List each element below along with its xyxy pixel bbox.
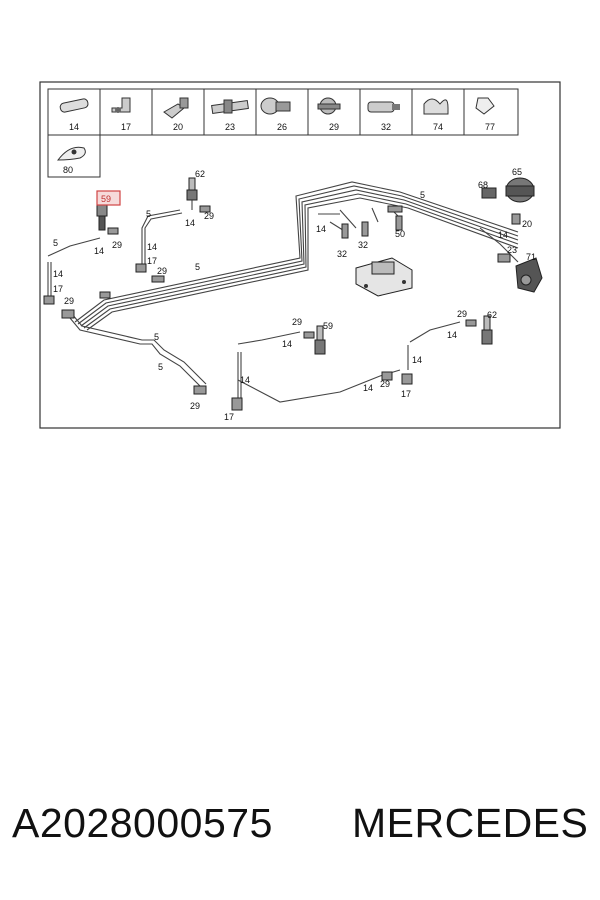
plug-connector-icon bbox=[367, 101, 400, 113]
banjo-connector-icon bbox=[317, 97, 341, 115]
callout-29: 29 bbox=[380, 379, 390, 389]
valve-68 bbox=[481, 187, 497, 199]
callout-62: 62 bbox=[487, 310, 497, 320]
callout-32: 32 bbox=[337, 249, 347, 259]
union-connector-icon bbox=[260, 97, 291, 115]
callout-68: 68 bbox=[478, 180, 488, 190]
callout-5: 5 bbox=[154, 332, 159, 342]
straight-connector-icon bbox=[211, 99, 249, 115]
brand-name: MERCEDES bbox=[352, 800, 589, 846]
clip-icon bbox=[423, 98, 449, 115]
sensor-59b bbox=[314, 325, 326, 355]
callout-17: 17 bbox=[53, 284, 63, 294]
sensor-62b bbox=[481, 315, 493, 345]
legend-label-74: 74 bbox=[433, 122, 443, 132]
callout-14: 14 bbox=[94, 246, 104, 256]
callout-59-highlighted: 59 bbox=[101, 194, 111, 204]
callout-14: 14 bbox=[282, 339, 292, 349]
legend-label-29: 29 bbox=[329, 122, 339, 132]
callout-5: 5 bbox=[53, 238, 58, 248]
valve-block bbox=[355, 257, 413, 297]
callout-5: 5 bbox=[195, 262, 200, 272]
callout-29: 29 bbox=[190, 401, 200, 411]
callout-29: 29 bbox=[204, 211, 214, 221]
line-bundle bbox=[74, 181, 519, 331]
legend-label-20: 20 bbox=[173, 122, 183, 132]
strap-icon bbox=[56, 146, 86, 161]
callout-5: 5 bbox=[158, 362, 163, 372]
footer: A2028000575 MERCEDES bbox=[0, 800, 600, 870]
callout-14: 14 bbox=[412, 355, 422, 365]
callout-14: 14 bbox=[316, 224, 326, 234]
callout-14: 14 bbox=[53, 269, 63, 279]
tube-icon bbox=[59, 98, 89, 113]
callout-14: 14 bbox=[147, 242, 157, 252]
callout-29: 29 bbox=[112, 240, 122, 250]
callout-14: 14 bbox=[447, 330, 457, 340]
legend-row bbox=[47, 88, 519, 178]
legend-label-26: 26 bbox=[277, 122, 287, 132]
callout-17: 17 bbox=[401, 389, 411, 399]
angle-connector-icon bbox=[163, 97, 189, 119]
callout-59: 59 bbox=[323, 321, 333, 331]
callout-14: 14 bbox=[185, 218, 195, 228]
callout-29: 29 bbox=[64, 296, 74, 306]
connector-fittings bbox=[43, 205, 521, 411]
callout-5: 5 bbox=[420, 190, 425, 200]
holder-icon bbox=[475, 97, 495, 115]
part-number: A2028000575 bbox=[12, 800, 273, 846]
callout-29: 29 bbox=[292, 317, 302, 327]
legend-label-17: 17 bbox=[121, 122, 131, 132]
compressor-71 bbox=[515, 257, 543, 293]
elbow-connector-icon bbox=[111, 97, 131, 113]
callout-62: 62 bbox=[195, 169, 205, 179]
highlight-box bbox=[96, 190, 121, 206]
callout-65: 65 bbox=[512, 167, 522, 177]
parts-diagram: 14 17 20 23 26 29 32 74 77 80 bbox=[39, 81, 561, 429]
callout-71: 71 bbox=[526, 252, 536, 262]
legend-label-14: 14 bbox=[69, 122, 79, 132]
callout-29: 29 bbox=[157, 266, 167, 276]
legend-label-32: 32 bbox=[381, 122, 391, 132]
legend-label-77: 77 bbox=[485, 122, 495, 132]
sensor-62 bbox=[186, 177, 198, 210]
legend-label-23: 23 bbox=[225, 122, 235, 132]
callout-5: 5 bbox=[146, 209, 151, 219]
callout-50: 50 bbox=[395, 229, 405, 239]
callout-23: 23 bbox=[507, 245, 517, 255]
pressure-reservoir-65 bbox=[505, 177, 535, 203]
callout-20: 20 bbox=[522, 219, 532, 229]
callout-14: 14 bbox=[363, 383, 373, 393]
callout-32: 32 bbox=[358, 240, 368, 250]
callout-17: 17 bbox=[147, 256, 157, 266]
callout-29: 29 bbox=[457, 309, 467, 319]
callout-14: 14 bbox=[240, 375, 250, 385]
callout-17: 17 bbox=[224, 412, 234, 422]
legend-label-80: 80 bbox=[63, 165, 73, 175]
callout-14: 14 bbox=[498, 230, 508, 240]
